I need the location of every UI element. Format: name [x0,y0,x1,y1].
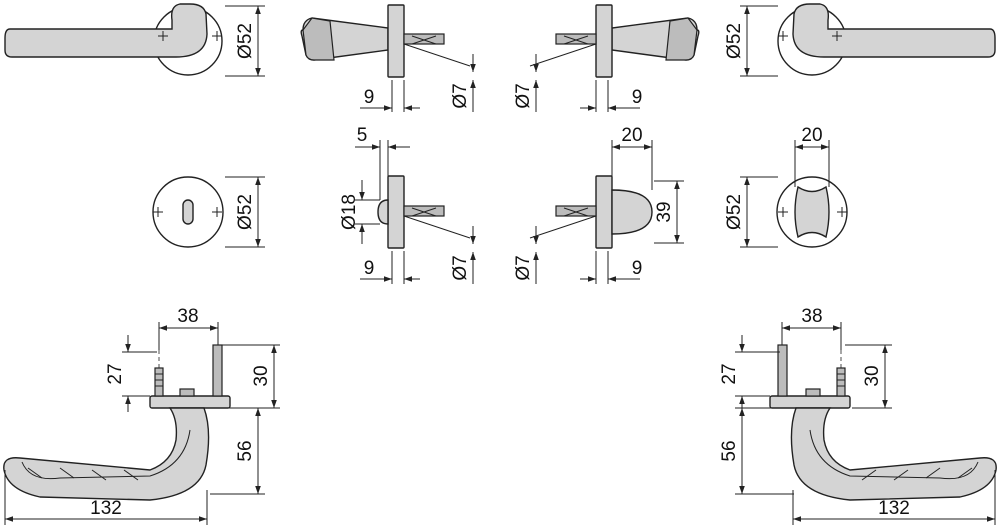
dim-spindle-diameter: Ø7 [450,255,471,280]
dim-post-spacing: 38 [177,306,198,327]
dim-turn-width: 20 [801,125,822,146]
lever-side-left: 9 Ø7 [300,4,476,112]
dim-post-height: 27 [105,363,126,384]
escutcheon-front-right: 20 Ø52 [724,125,848,248]
thumb-turn [794,185,830,239]
spindle [403,205,445,217]
spindle [555,205,597,217]
dim-handle-length: 132 [878,498,910,519]
dome-side-right: 20 39 9 Ø7 [513,125,684,284]
dim-post-spacing: 38 [801,306,822,327]
knob-side-left: 5 Ø18 9 Ø7 [339,125,476,284]
dim-rose-thickness: 9 [632,258,643,279]
lever-top-body [3,407,210,501]
rose-side [387,4,405,78]
spindle [555,33,597,45]
dim-rose-diameter: Ø52 [724,23,745,59]
dim-dome-depth: 20 [621,125,642,146]
dim-post-total: 30 [862,365,883,386]
dim-dome-height: 39 [654,201,675,222]
lever-top-body [790,407,997,501]
escutcheon-front-left: Ø52 [152,176,265,248]
dim-spindle-diameter: Ø7 [450,83,471,108]
dim-handle-drop: 56 [235,440,256,461]
turn-slot [182,199,194,225]
dim-rose-diameter: Ø52 [235,23,256,59]
dim-handle-drop: 56 [719,440,740,461]
rose-side [387,175,405,249]
post-right [212,344,223,397]
post-left [777,344,788,397]
lever-front-left: Ø52 [4,3,265,77]
base-plate [149,395,231,409]
lever-side-right: 9 Ø7 [513,4,700,112]
lever-front-right: Ø52 [724,3,996,77]
lever-body [792,3,996,58]
small-knob [377,199,389,225]
dim-rose-diameter: Ø52 [724,194,745,230]
post-left [154,367,164,397]
dim-post-height: 27 [719,363,740,384]
dim-knob-diameter: Ø18 [339,194,360,230]
dome-knob [611,189,653,235]
dim-rose-thickness: 9 [364,87,375,108]
rose-side [595,4,613,78]
lever-top-right: 38 27 30 56 132 [719,306,997,525]
lever-body [4,3,208,58]
lever-top-left: 38 27 30 56 132 [3,306,280,525]
dim-rose-thickness: 9 [632,87,643,108]
dim-spindle-diameter: Ø7 [513,83,534,108]
dim-rose-thickness: 9 [364,258,375,279]
dim-spindle-diameter: Ø7 [513,255,534,280]
spindle [403,33,445,45]
rose-side [595,175,613,249]
dim-post-total: 30 [251,365,272,386]
post-right [836,367,846,397]
base-plate [769,395,851,409]
dim-handle-length: 132 [90,498,122,519]
dim-rose-diameter: Ø52 [235,194,256,230]
dim-knob-offset: 5 [357,125,368,146]
